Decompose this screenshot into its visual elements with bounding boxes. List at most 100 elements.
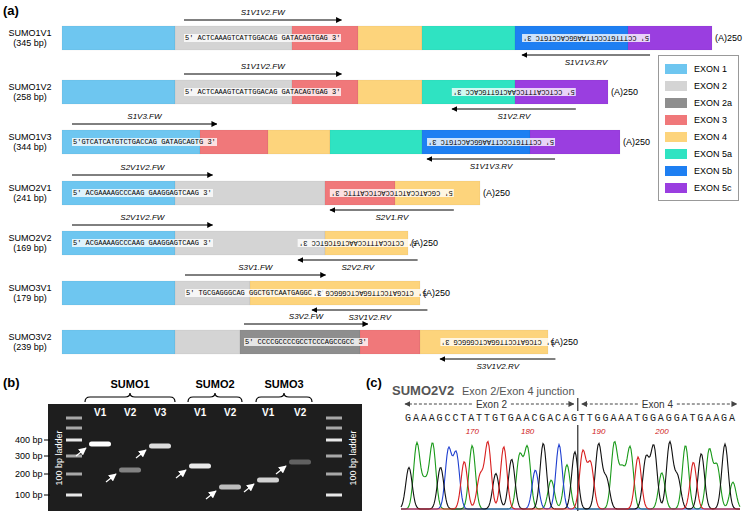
ladder-band	[66, 427, 82, 430]
panel-subtitle: Exon 2/Exon 4 junction	[462, 385, 575, 397]
lane-label: V1	[194, 407, 206, 418]
legend-swatch	[665, 132, 687, 142]
legend-entry: EXON 5c	[665, 179, 732, 196]
forward-primer-arrow	[184, 20, 341, 21]
primer-sequence: 5' CTCGATCCTTGGACTCGGGCG 3'	[440, 338, 555, 346]
ladder-band	[66, 494, 82, 497]
primer-name: S3V1V2.RV	[348, 313, 391, 322]
span-arrow	[511, 404, 574, 405]
panel-letter: (b)	[3, 375, 20, 390]
primer-name: S1V1V2.FW	[241, 62, 285, 71]
lane-label: V3	[154, 407, 166, 418]
reverse-primer-arrow	[427, 159, 555, 160]
exon-segment	[268, 130, 330, 154]
reverse-primer-arrow	[452, 109, 576, 110]
transcript-name: SUMO2V1 (241 bp)	[2, 183, 58, 203]
legend-swatch	[665, 183, 687, 193]
transcript-bar: SUMO3V1 (179 bp)S3V1.FW5' TGCGAGGGCAG GG…	[62, 281, 420, 305]
trace-line	[401, 441, 740, 509]
legend-label: EXON 3	[694, 115, 727, 125]
gene-label: SUMO2	[196, 378, 235, 390]
gene-label: SUMO1	[111, 378, 150, 390]
primer-name: S1V3.FW	[127, 112, 161, 121]
legend-swatch	[665, 149, 687, 159]
ladder-band	[66, 417, 82, 420]
transcript-name: SUMO2V2 (169 bp)	[2, 233, 58, 253]
primer-name: S1V1V3.RV	[470, 162, 513, 171]
forward-primer-arrow	[244, 324, 368, 325]
legend-swatch	[665, 81, 687, 91]
lane-label: V1	[94, 407, 106, 418]
span-arrow	[405, 404, 472, 405]
exon-segment	[358, 26, 422, 50]
band-arrow	[76, 448, 86, 456]
group-brace	[85, 393, 175, 402]
lane-label: V1	[262, 407, 274, 418]
size-marker: 400 bp	[15, 435, 43, 445]
reverse-primer-arrow	[330, 210, 454, 211]
ladder-band	[326, 494, 342, 497]
primer-sequence: 5' CCTTTGTCCCTTAAGGCACCTGTC 3'	[522, 34, 650, 42]
legend-swatch	[665, 98, 687, 108]
exon-label: Exon 4	[642, 399, 673, 410]
band-arrow	[176, 470, 186, 478]
forward-primer-arrow	[72, 124, 217, 125]
pcr-band	[189, 464, 211, 469]
trace-line	[401, 442, 740, 509]
transcript-row	[62, 130, 620, 154]
pcr-band	[219, 485, 241, 490]
legend-entry: EXON 1	[665, 60, 732, 77]
forward-primer-arrow	[72, 225, 213, 226]
transcript-bar: SUMO1V3 (344 bp)S1V3.FW5'GTCATCATGTCTGAC…	[62, 130, 620, 154]
pcr-band	[257, 478, 279, 483]
ladder-label: 100 bp ladder	[347, 430, 357, 485]
legend-swatch	[665, 115, 687, 125]
primer-name: S3V1.FW	[238, 263, 272, 272]
polya-tail: (A)250	[483, 188, 510, 198]
size-marker: 300 bp	[15, 451, 43, 461]
reverse-primer-arrow	[298, 260, 418, 261]
primer-name: S2V2.RV	[341, 263, 374, 272]
exon-span-arrows	[405, 404, 737, 405]
ladder-band	[326, 439, 342, 442]
polya-tail: (A)250	[623, 137, 650, 147]
ladder-band	[326, 427, 342, 430]
size-tick	[44, 474, 50, 475]
exon-segment	[175, 330, 240, 354]
group-brace	[256, 393, 312, 402]
primer-name: S3V1V2.RV	[476, 362, 519, 371]
primer-arrows	[72, 20, 650, 359]
primer-sequence: 5' ACGAAAAGCCCAAG GAAGGAGTCAAG 3'	[72, 189, 213, 197]
primer-name: S1V1V3.RV	[565, 58, 608, 67]
size-marker: 200 bp	[15, 469, 43, 479]
pcr-band	[149, 444, 171, 449]
forward-primer-arrow	[184, 74, 341, 75]
primer-sequence: 5' ACTCAAAGTCATTGGACAG GATACAGTGAG 3'	[184, 88, 341, 96]
primer-sequence: 5' CCTTTGTCCCTTAAGGCACCTGTC 3'	[427, 138, 555, 146]
lane-label: V2	[124, 407, 136, 418]
reverse-primer-arrow	[312, 310, 427, 311]
position-number: 180	[521, 427, 534, 436]
group-brace	[188, 393, 242, 402]
legend-entry: EXON 2a	[665, 94, 732, 111]
trace-line	[401, 442, 740, 509]
ladder-band	[66, 455, 82, 458]
polya-tail: (A)250	[423, 288, 450, 298]
ladder-label: 100 bp ladder	[53, 430, 63, 485]
panel-title: SUMO2V2	[392, 383, 454, 398]
band-arrow	[106, 474, 116, 482]
exon-label: Exon 2	[476, 399, 507, 410]
transcript-bar: SUMO3V2 (239 bp)S3V2.FW5' CCCCGCCCCGCCTC…	[62, 330, 548, 354]
primer-name: S2V1.RV	[376, 213, 409, 222]
chromatogram	[401, 441, 740, 509]
transcript-row	[62, 181, 480, 205]
ladder-band	[326, 473, 342, 476]
primer-sequence: 5' TGCGAGGGCAG GGCTGTCAATGAGGC 3'	[185, 289, 326, 297]
polya-tail: (A)250	[411, 238, 438, 248]
legend-swatch	[665, 166, 687, 176]
position-number: 200	[655, 427, 668, 436]
legend-entry: EXON 5b	[665, 162, 732, 179]
